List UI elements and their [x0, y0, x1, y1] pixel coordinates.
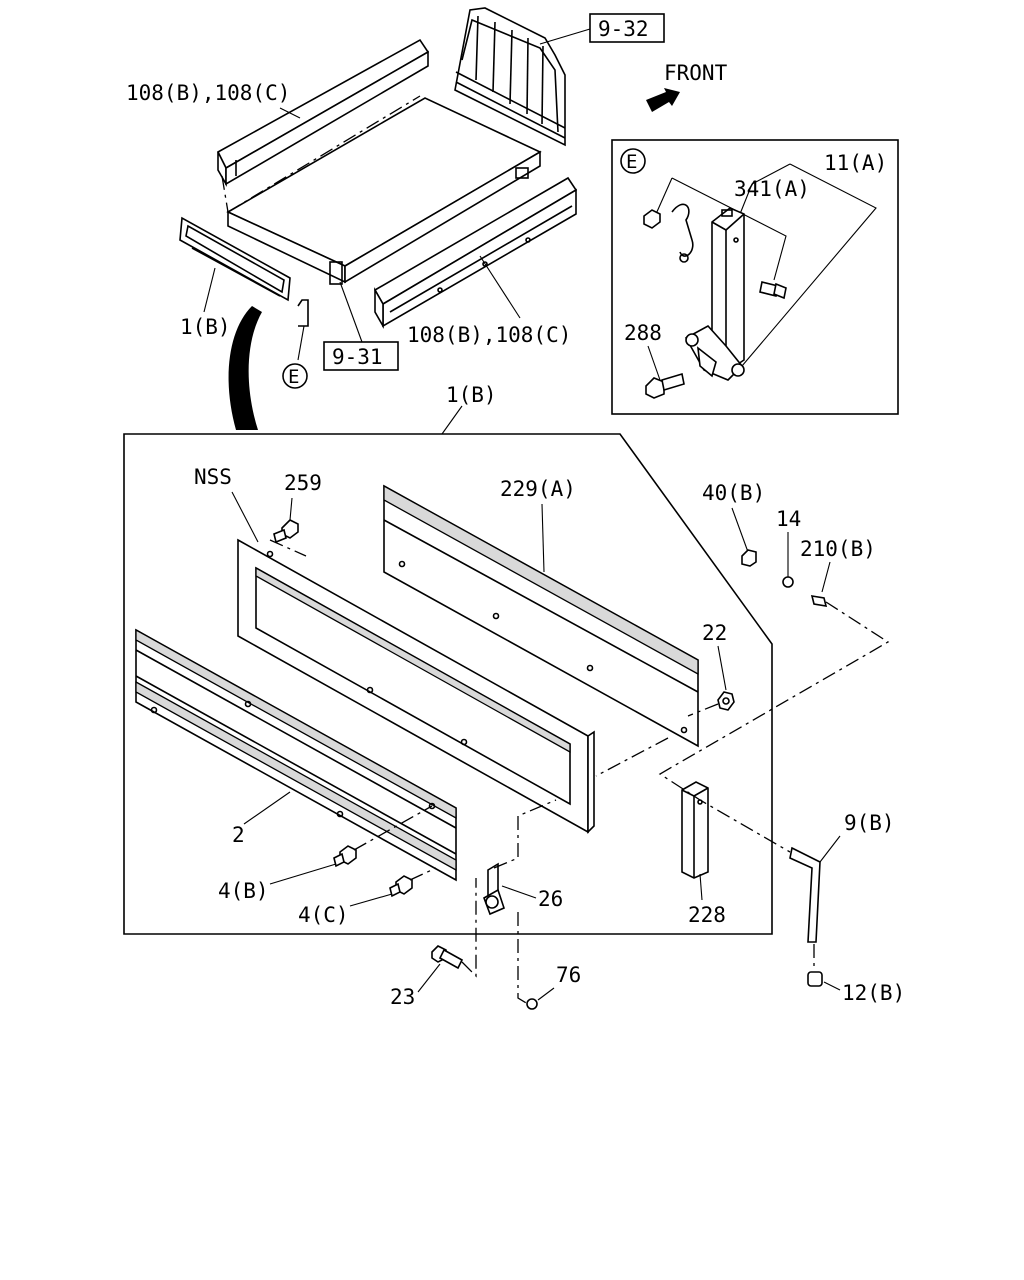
circle-e-inset [620, 148, 646, 174]
right-hardware: 40(B) 14 210(B) [658, 481, 890, 853]
circle-e-small-label: E [288, 366, 299, 388]
inset-spring-clip [671, 203, 694, 257]
part-229a-label: 229(A) [500, 477, 576, 501]
hinge-hook-small [297, 299, 309, 327]
part-341a-label: 341(A) [734, 177, 810, 201]
nut-40b [741, 549, 757, 567]
ref-box-9-31 [323, 341, 399, 371]
part-4c-label: 4(C) [298, 903, 349, 927]
part-288-label: 288 [624, 321, 662, 345]
part-14-label: 14 [776, 507, 801, 531]
tailgate-small [179, 216, 291, 302]
side-board-right [373, 176, 578, 330]
ref-9-32-label: 9-32 [598, 17, 649, 41]
inset-e-detail: E 11(A) 341(A) 288 [611, 139, 899, 415]
part-76-label: 76 [556, 963, 581, 987]
tailgate-1b-label-top: 1(B) [180, 315, 231, 339]
headboard [454, 7, 566, 147]
part-26-label: 26 [538, 887, 563, 911]
circle-e-inset-label: E [626, 151, 637, 173]
post-228 [681, 781, 709, 879]
part-4b-label: 4(B) [218, 879, 269, 903]
part-9b-label: 9(B) [844, 811, 895, 835]
detail-arrow-icon [228, 306, 262, 430]
part-2-label: 2 [232, 823, 245, 847]
inset-bolt-288 [645, 377, 665, 399]
part-259-label: 259 [284, 471, 322, 495]
side-board-left [216, 38, 430, 188]
panel-229a [383, 484, 699, 748]
frame-nss [237, 538, 595, 834]
part-40b-label: 40(B) [702, 481, 765, 505]
truck-bed-assembly: 9-32 FRONT 108(B),108(C) [126, 7, 728, 430]
inset-bracket-post [684, 207, 745, 381]
part-nss-label: NSS [194, 465, 232, 489]
circle-e-small [282, 363, 308, 389]
part-12b-label: 12(B) [842, 981, 905, 1005]
part-210b-label: 210(B) [800, 537, 876, 561]
part-23-label: 23 [390, 985, 415, 1009]
cap-12b [807, 971, 823, 987]
ref-box-9-32 [589, 13, 665, 43]
bolt-210b [810, 595, 828, 607]
washer-14 [782, 576, 794, 588]
bottom-hardware: 9(B) 12(B) 23 76 [390, 811, 905, 1010]
part-11a-label: 11(A) [824, 151, 887, 175]
front-label: FRONT [664, 61, 728, 85]
handle-9b [789, 846, 821, 943]
bed-floor [226, 97, 542, 285]
tailgate-detail: 1(B) 229(A) NSS 259 [123, 383, 773, 935]
bracket-26 [483, 862, 505, 916]
tailgate-1b-label-detail: 1(B) [446, 383, 497, 407]
part-228-label: 228 [688, 903, 726, 927]
side-board-left-label: 108(B),108(C) [126, 81, 290, 105]
nut-22 [717, 691, 735, 711]
side-board-right-label: 108(B),108(C) [407, 323, 571, 347]
inset-nut [643, 209, 661, 229]
front-arrow-icon [646, 88, 680, 112]
panel-2 [135, 628, 457, 882]
part-22-label: 22 [702, 621, 727, 645]
ref-9-31-label: 9-31 [332, 345, 383, 369]
washer-76 [526, 998, 538, 1010]
